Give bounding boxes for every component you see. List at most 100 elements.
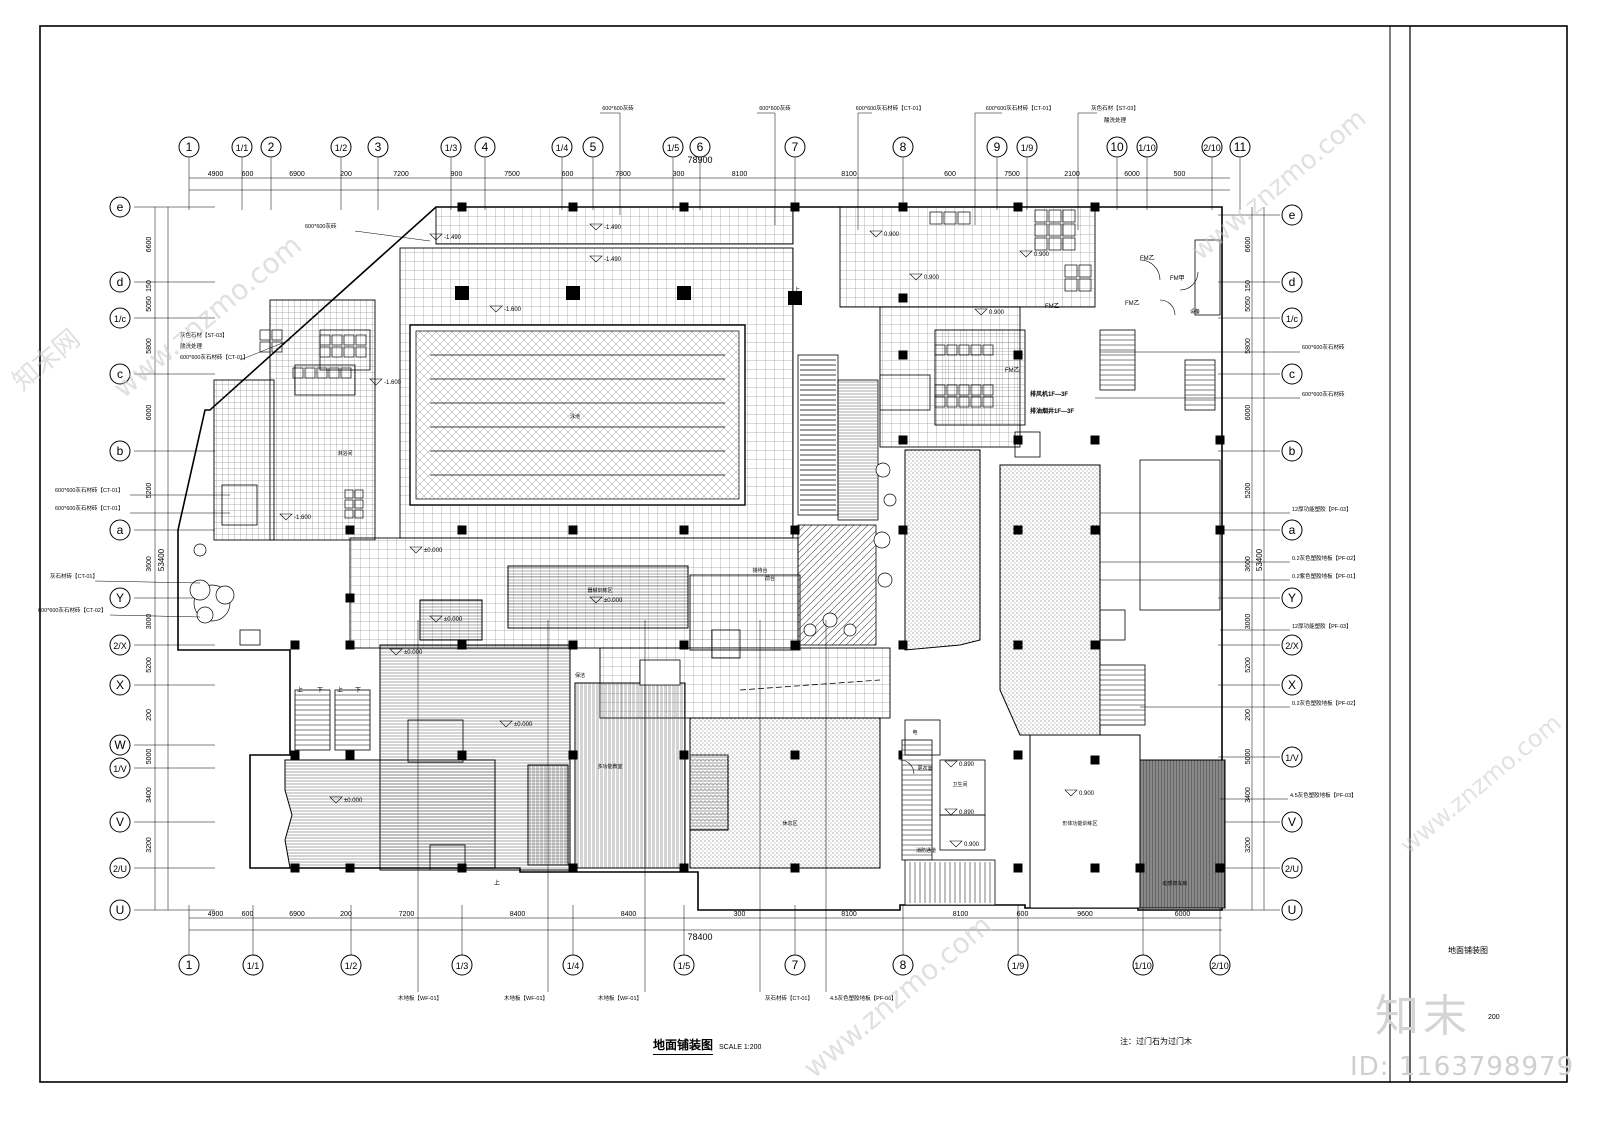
level-triangle	[409, 546, 423, 554]
grid-bubble-label: U	[1288, 903, 1297, 917]
grid-bubble-label: 1	[186, 958, 193, 972]
grid-bubble-label: 1/10	[1134, 961, 1152, 971]
dim-left: 5800	[146, 338, 153, 354]
locker-cell	[934, 384, 946, 396]
level-tag: ±0.000	[429, 615, 463, 623]
level-triangle	[329, 796, 343, 804]
column	[790, 525, 800, 535]
leader-left	[354, 230, 431, 242]
locker-cell	[1034, 223, 1048, 237]
dim-top: 7500	[504, 171, 520, 178]
level-value: ±0.000	[344, 798, 363, 804]
grid-bubble-label: 2/X	[1285, 641, 1299, 651]
column	[1090, 202, 1100, 212]
grid-row-left-2-X: 2/X	[109, 634, 131, 656]
locker-cell	[970, 344, 982, 356]
grid-column-bottom-7: 7	[784, 954, 806, 976]
locker-cell	[343, 346, 355, 358]
stairs	[294, 329, 1216, 906]
grid-column-top-1-1: 1/1	[231, 136, 253, 158]
dim-left: 3600	[146, 556, 153, 572]
partitions	[221, 239, 1221, 871]
locker-cell	[1064, 264, 1078, 278]
grid-bubble-circle	[1281, 440, 1303, 462]
locker-cell	[958, 396, 970, 408]
room-label: 多功能教室	[597, 763, 622, 770]
locker-cell	[946, 344, 958, 356]
grid-bubble-circle	[109, 196, 131, 218]
drawing-title-block: 地面铺装图 SCALE 1:200	[653, 1036, 761, 1055]
locker-cell	[354, 499, 364, 509]
grid-bubble-label: W	[114, 738, 126, 752]
grid-bubble-circle	[1281, 307, 1303, 329]
grid-bubble-circle	[662, 136, 684, 158]
callout-right: 12厚功能塑胶【PF-03】	[1292, 622, 1352, 630]
level-triangle	[499, 720, 513, 728]
level-value: -1.490	[444, 235, 462, 241]
grid-bubble-circle	[178, 954, 200, 976]
level-tag: -1.490	[429, 233, 462, 241]
grid-bubble-circle	[562, 954, 584, 976]
level-tag: -1.600	[279, 513, 312, 521]
locker-cell	[355, 346, 367, 358]
grid-column-bottom-1-3: 1/3	[451, 954, 473, 976]
grid-row-left-c: c	[109, 363, 131, 385]
dim-left: 3400	[146, 787, 153, 803]
grid-column-bottom-8: 8	[892, 954, 914, 976]
locker-cell	[259, 329, 271, 341]
callout-left: 600*600灰石材砖【CT-01】	[55, 486, 123, 494]
dim-bottom: 8400	[621, 911, 637, 918]
grid-column-top-1-5: 1/5	[662, 136, 684, 158]
level-triangle	[944, 760, 958, 768]
locker-cell	[958, 384, 970, 396]
drawing-scale: SCALE 1:200	[719, 1044, 762, 1051]
building-outline	[177, 206, 1223, 911]
grid-bubble-label: d	[1289, 275, 1296, 289]
dim-bottom: 8100	[841, 911, 857, 918]
grid-column-top-1-3: 1/3	[440, 136, 462, 158]
grid-row-left-W: W	[109, 734, 131, 756]
grid-bubble-label: 3	[375, 140, 382, 154]
locker-cell	[1062, 209, 1076, 223]
dim-top: 7800	[615, 171, 631, 178]
level-tag: 0.890	[944, 760, 975, 768]
grid-bubble-circle	[1229, 136, 1251, 158]
dim-top: 2100	[1064, 171, 1080, 178]
grid-bubble-circle	[340, 954, 362, 976]
callout-left: 600*600灰石材砖【CT-02】	[38, 606, 106, 614]
equipment-label: FM乙	[1045, 303, 1060, 310]
level-tag: 0.900	[869, 230, 900, 238]
dim-right: 3600	[1245, 556, 1252, 572]
grid-bubble-label: 2	[268, 140, 275, 154]
stair-label: 上	[297, 686, 303, 694]
watermark-brand: 知末	[1375, 991, 1471, 1042]
column	[898, 640, 908, 650]
dim-right: 5200	[1245, 483, 1252, 499]
level-triangle	[489, 305, 503, 313]
door-swings	[899, 259, 1199, 775]
locker-cell	[1048, 237, 1062, 251]
grid-bubble-label: 1/c	[114, 314, 127, 324]
grid-bubble-label: 1/1	[247, 961, 260, 971]
grid-bubble-label: b	[1289, 444, 1296, 458]
locker-cell	[259, 341, 271, 353]
leader-left	[239, 339, 291, 361]
dim-top: 900	[451, 171, 463, 178]
stair-label: 下	[355, 687, 361, 694]
column	[566, 286, 580, 300]
grid-bubble-label: 6	[697, 140, 704, 154]
level-tag: 0.900	[974, 308, 1005, 316]
level-value: 0.890	[959, 810, 975, 816]
column	[568, 202, 578, 212]
grid-bubble-circle	[1281, 811, 1303, 833]
grid-row-right-V: V	[1281, 811, 1303, 833]
column	[568, 525, 578, 535]
grid-bubble-circle	[689, 136, 711, 158]
column	[1013, 863, 1023, 873]
grid-column-top-1-2: 1/2	[330, 136, 352, 158]
grid-bubble-label: a	[117, 523, 124, 537]
callout-left: 灰石材砖【CT-01】	[50, 572, 98, 580]
locker-cell	[1062, 223, 1076, 237]
locker-cell	[304, 367, 316, 379]
